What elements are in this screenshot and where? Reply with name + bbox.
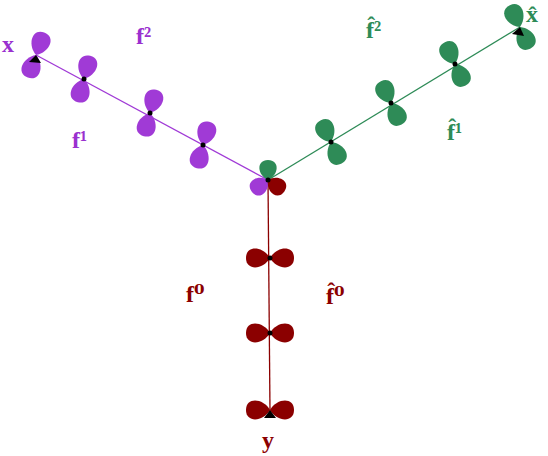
- atom-dots: [82, 62, 458, 336]
- symbol-label: f̂²: [366, 18, 381, 42]
- green-orbitals: [259, 1, 538, 180]
- purple-orbitals: [19, 29, 273, 198]
- symbol-label: f̂⁰: [326, 284, 345, 308]
- symbol-label: y: [262, 428, 274, 452]
- symbol-label: f²: [136, 24, 151, 48]
- symbol-label: f¹: [72, 128, 87, 152]
- end-markers: [29, 27, 524, 418]
- symbol-label: x: [2, 32, 14, 56]
- green-chain-line: [268, 27, 520, 180]
- symbol-label: x̂: [526, 2, 538, 26]
- red-chain-line: [268, 180, 270, 412]
- purple-chain-line: [36, 55, 268, 180]
- symbol-label: f̂¹: [447, 120, 462, 144]
- red-orbitals: [246, 173, 294, 419]
- symbol-label: f⁰: [186, 282, 205, 306]
